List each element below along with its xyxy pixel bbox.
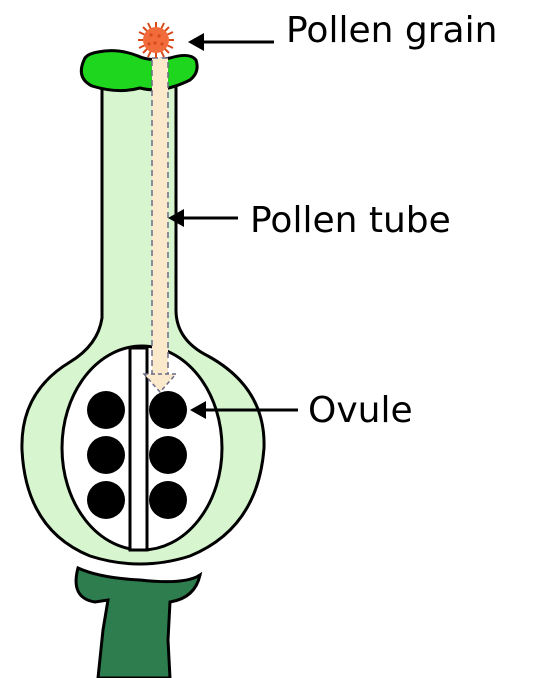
pedicel [76, 568, 200, 678]
label-pollen-grain: Pollen grain [286, 10, 497, 51]
ovule [87, 481, 125, 519]
ovule [87, 391, 125, 429]
label-ovule: Ovule [308, 390, 413, 431]
septum [130, 348, 147, 550]
ovule [149, 436, 187, 474]
ovule [87, 436, 125, 474]
ovule [149, 391, 187, 429]
label-pollen-tube: Pollen tube [250, 200, 451, 241]
arrowhead-icon [188, 33, 204, 51]
ovule [149, 481, 187, 519]
pollen-grain-icon [138, 22, 174, 58]
stigma [81, 51, 197, 91]
